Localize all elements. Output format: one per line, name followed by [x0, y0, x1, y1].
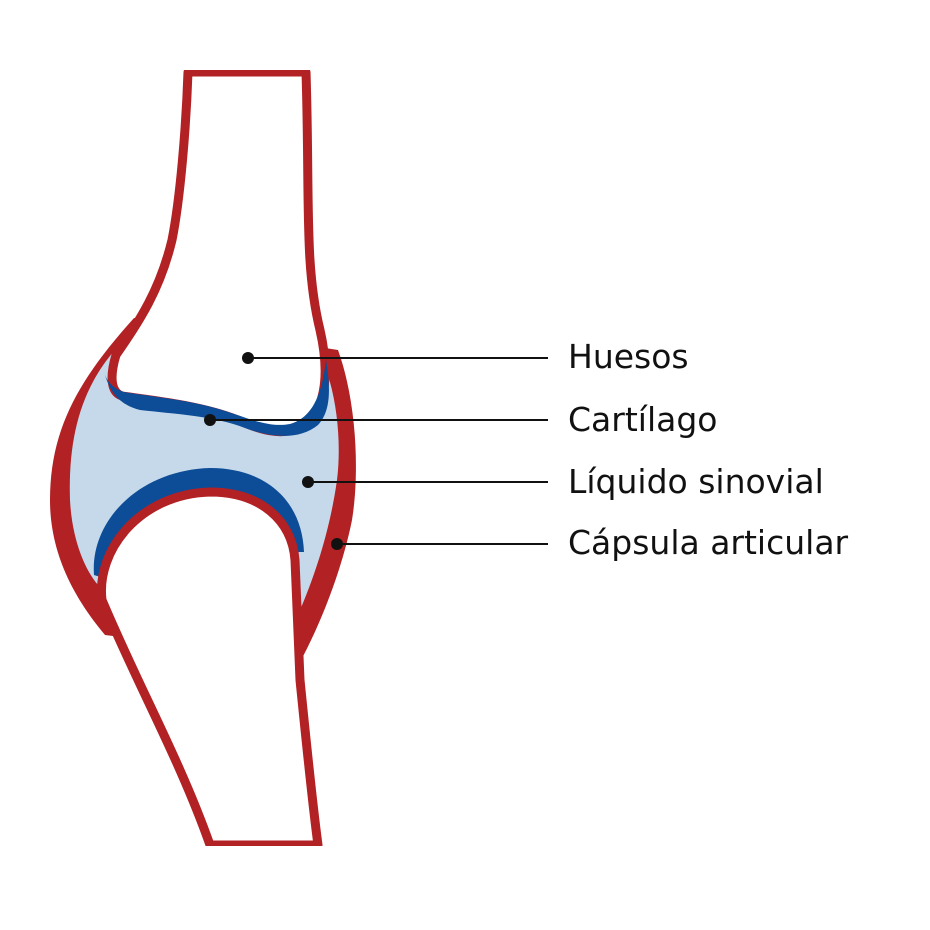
dot-synovial-fluid	[302, 476, 314, 488]
dot-joint-capsule	[331, 538, 343, 550]
leader-dots	[204, 352, 343, 550]
label-cartilage: Cartílago	[568, 400, 717, 439]
lower-bone	[96, 487, 323, 850]
label-bones: Huesos	[568, 337, 689, 376]
leader-lines	[210, 357, 548, 545]
upper-bone	[107, 67, 330, 437]
upper-cartilage	[104, 360, 329, 436]
label-joint-capsule: Cápsula articular	[568, 523, 849, 562]
dot-bones	[242, 352, 254, 364]
dot-cartilage	[204, 414, 216, 426]
label-synovial-fluid: Líquido sinovial	[568, 462, 824, 501]
